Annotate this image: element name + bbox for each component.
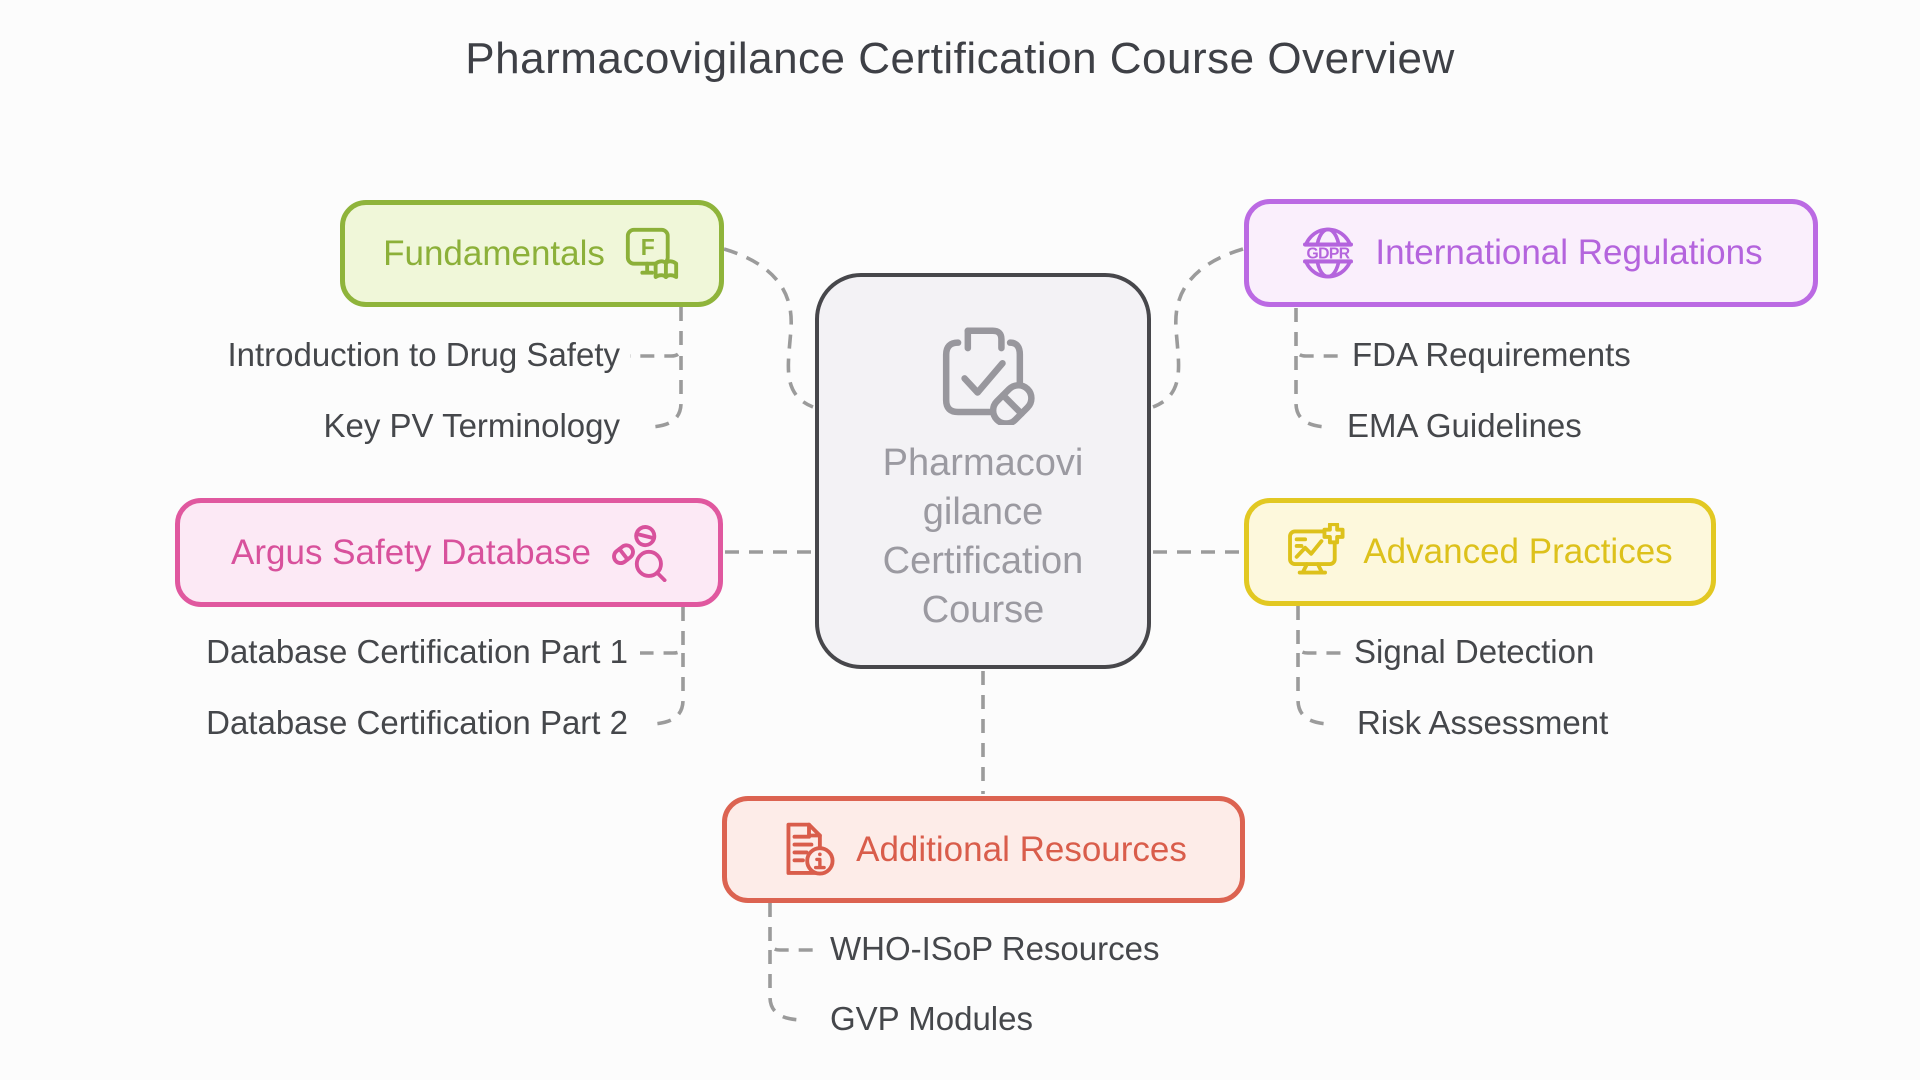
branch-argus-safety-database: Argus Safety Database: [175, 498, 723, 607]
connector-advanced-leaf1: [1296, 606, 1342, 655]
branch-fundamentals: Fundamentals F: [340, 200, 724, 307]
branch-advanced-practices: Advanced Practices: [1244, 498, 1716, 606]
leaf-gvp-modules: GVP Modules: [830, 1000, 1033, 1037]
document-info-icon: [780, 821, 838, 879]
svg-text:F: F: [641, 234, 655, 260]
branch-label: International Regulations: [1375, 233, 1763, 272]
central-line: Course: [921, 589, 1045, 631]
branch-additional-resources: Additional Resources: [722, 796, 1245, 903]
branch-label: Additional Resources: [856, 829, 1187, 869]
leaf-introduction-to-drug-safety: Introduction to Drug Safety: [227, 336, 620, 373]
central-node: Pharmacovi gilance Certification Course: [815, 273, 1151, 669]
pill-search-icon: [609, 524, 667, 582]
leaf-database-certification-part-2: Database Certification Part 2: [206, 704, 628, 741]
leaf-signal-detection: Signal Detection: [1354, 633, 1595, 670]
svg-text:GDPR: GDPR: [1307, 245, 1350, 262]
connector-additional-leaf1: [768, 903, 814, 952]
connector-fundamentals-leaf1: [630, 307, 683, 358]
central-line: Certification: [882, 540, 1084, 582]
gdpr-globe-icon: GDPR: [1299, 224, 1357, 282]
connector-argus-leaf2: [651, 653, 685, 726]
branch-international-regulations: GDPR International Regulations: [1244, 199, 1818, 307]
connector-advanced-leaf2: [1296, 653, 1330, 726]
central-line: Pharmacovi: [882, 442, 1084, 484]
leaf-fda-requirements: FDA Requirements: [1352, 336, 1631, 373]
connector-international-leaf2: [1294, 356, 1328, 429]
training-board-book-icon: F: [623, 225, 681, 283]
page-title: Pharmacovigilance Certification Course O…: [465, 34, 1455, 83]
leaf-risk-assessment: Risk Assessment: [1357, 704, 1609, 741]
connector-international-leaf1: [1294, 308, 1340, 358]
connector-additional-leaf2: [768, 950, 802, 1022]
leaf-who-isop-resources: WHO-ISoP Resources: [830, 930, 1160, 967]
leaf-ema-guidelines: EMA Guidelines: [1347, 407, 1582, 444]
central-node-title: Pharmacovi gilance Certification Course: [883, 439, 1084, 635]
branch-label: Argus Safety Database: [231, 532, 591, 572]
branch-label: Advanced Practices: [1363, 532, 1673, 571]
connector-international-central: [1152, 247, 1244, 409]
leaf-database-certification-part-1: Database Certification Part 1: [206, 633, 628, 670]
connector-fundamentals-central: [723, 247, 814, 409]
connector-fundamentals-leaf2: [649, 356, 683, 429]
calendar-check-pill-icon: [931, 321, 1035, 425]
leaf-key-pv-terminology: Key PV Terminology: [323, 407, 620, 444]
central-line: gilance: [922, 491, 1044, 533]
connector-argus-leaf1: [640, 607, 685, 655]
monitor-chart-plus-icon: [1287, 523, 1345, 581]
branch-label: Fundamentals: [383, 233, 605, 273]
